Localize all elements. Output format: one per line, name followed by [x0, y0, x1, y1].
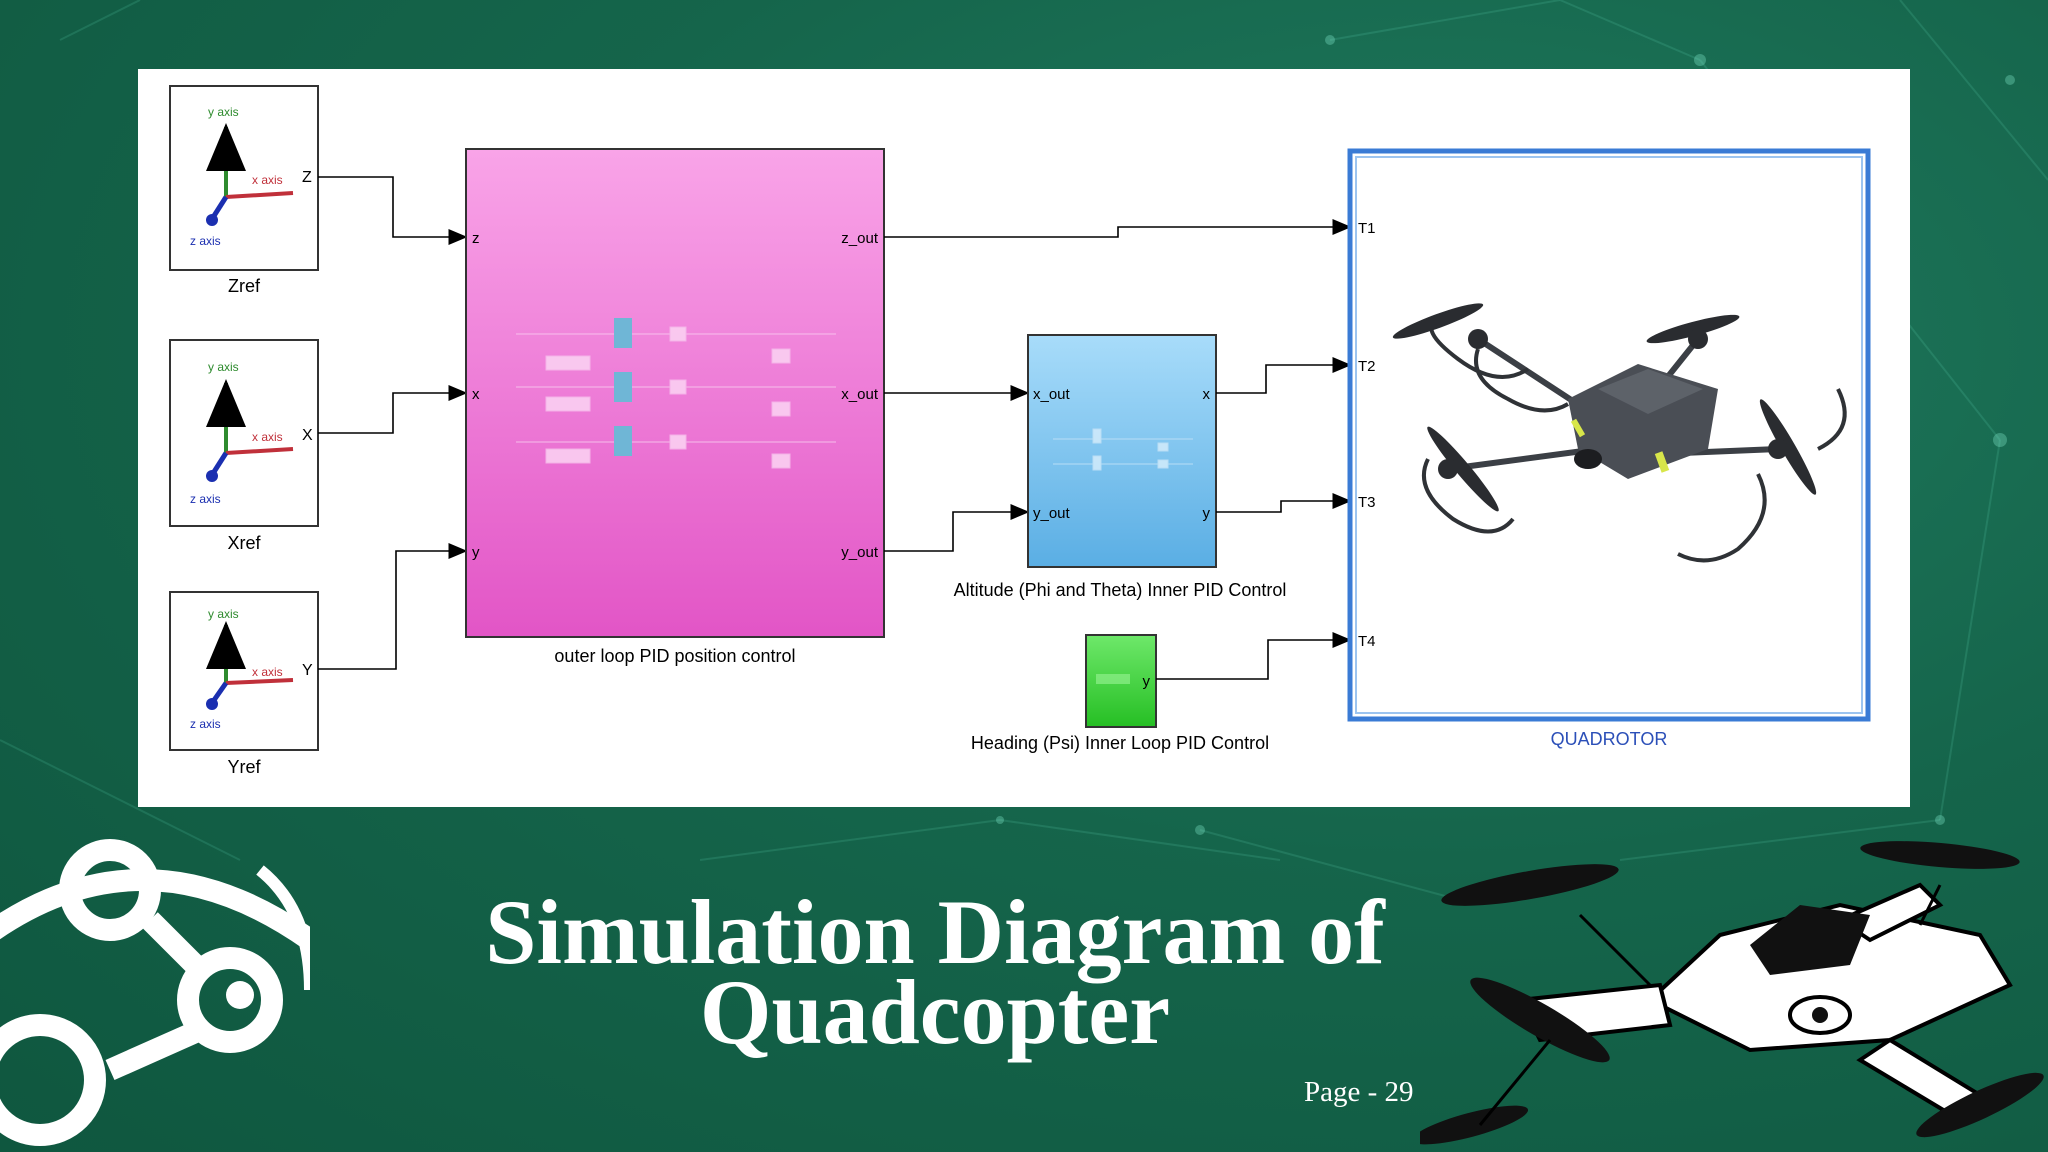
slide-title-line2: Quadcopter	[699, 961, 1171, 1063]
source-block-yref[interactable]: y axis x axis z axis Y Yref	[169, 591, 319, 777]
output-port-y: y	[1203, 505, 1211, 522]
source-name-label: Yref	[227, 757, 261, 777]
source-block-xref[interactable]: y axis x axis z axis X Xref	[169, 339, 319, 553]
output-port-x-out: x_out	[841, 386, 879, 403]
wires-outer	[884, 219, 1352, 552]
logo-decoration	[0, 839, 310, 1146]
source-name-label: Zref	[228, 276, 261, 296]
input-port-t4: T4	[1358, 633, 1376, 650]
z-axis-label: z axis	[190, 492, 221, 506]
output-port-y-out: y_out	[841, 544, 879, 561]
source-block-zref[interactable]: y axis x axis z axis Z Zref	[169, 85, 319, 296]
inner-pid-block[interactable]: x_out y_out x y Altitude (Phi and Theta)…	[954, 334, 1287, 600]
heading-block-label: Heading (Psi) Inner Loop PID Control	[971, 733, 1269, 753]
x-axis-label: x axis	[252, 665, 283, 679]
outer-loop-pid-block[interactable]: z x y z_out x_out y_out outer loop PID p…	[465, 148, 885, 666]
simulink-diagram-panel: y axis x axis z axis Z Zref y axis x axi…	[138, 69, 1910, 807]
input-port-x-out: x_out	[1033, 386, 1071, 403]
subsystem-preview	[516, 326, 836, 469]
wires-to-quadrotor	[1156, 357, 1352, 680]
z-axis-label: z axis	[190, 717, 221, 731]
y-axis-label: y axis	[208, 607, 239, 621]
source-port-label: Y	[302, 662, 313, 679]
input-port-x: x	[472, 386, 480, 403]
x-axis-label: x axis	[252, 173, 283, 187]
slide-title-line1: Simulation Diagram of	[485, 881, 1385, 983]
simulation-diagram: y axis x axis z axis Z Zref y axis x axi…	[169, 85, 1871, 777]
source-port-label: Z	[302, 169, 312, 186]
y-axis-label: y axis	[208, 360, 239, 374]
drone-image	[1392, 303, 1847, 563]
inner-block-label: Altitude (Phi and Theta) Inner PID Contr…	[954, 580, 1287, 600]
drone-sketch-decoration	[1420, 841, 2044, 1145]
input-port-t3: T3	[1358, 494, 1376, 511]
page-number: Page - 29	[1304, 1076, 1414, 1108]
input-port-y-out: y_out	[1033, 505, 1071, 522]
outer-block-label: outer loop PID position control	[554, 646, 795, 666]
source-name-label: Xref	[227, 533, 261, 553]
input-port-t1: T1	[1358, 220, 1376, 237]
quadrotor-label: QUADROTOR	[1551, 729, 1668, 749]
quadrotor-block[interactable]: T1 T2 T3 T4	[1347, 148, 1871, 749]
input-port-z: z	[472, 230, 480, 247]
output-port-x: x	[1203, 386, 1211, 403]
output-port-y: y	[1143, 673, 1151, 690]
subsystem-preview	[1053, 428, 1193, 471]
input-port-y: y	[472, 544, 480, 561]
heading-pid-block[interactable]: y Heading (Psi) Inner Loop PID Control	[971, 634, 1269, 753]
wires-sources	[318, 176, 468, 670]
output-port-z-out: z_out	[841, 230, 879, 247]
input-port-t2: T2	[1358, 358, 1376, 375]
y-axis-label: y axis	[208, 105, 239, 119]
x-axis-label: x axis	[252, 430, 283, 444]
source-port-label: X	[302, 427, 313, 444]
z-axis-label: z axis	[190, 234, 221, 248]
